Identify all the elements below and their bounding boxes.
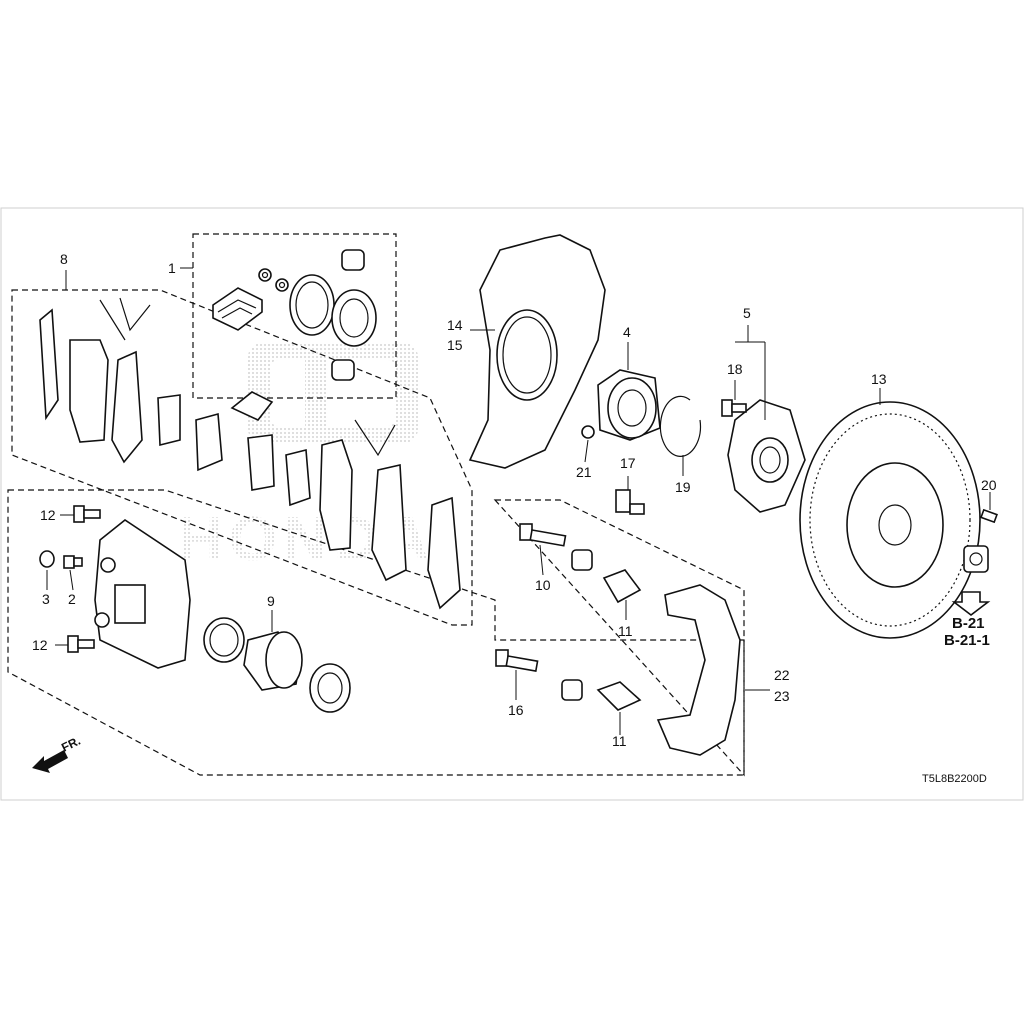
callout-20: 20 <box>981 477 997 493</box>
drawing-code: T5L8B2200D <box>922 773 987 785</box>
nut-part <box>963 545 989 573</box>
bolt-20 <box>980 508 998 524</box>
caliper-body <box>94 519 191 669</box>
piston-9 <box>243 631 303 691</box>
snap-ring <box>659 395 702 457</box>
reference-line-1: B-21 <box>952 615 985 632</box>
guide-pin-16 <box>495 649 539 672</box>
caliper-bracket <box>656 584 741 756</box>
callout-16: 16 <box>508 702 524 718</box>
leader-lines <box>46 267 991 735</box>
callout-2: 2 <box>68 591 76 607</box>
callout-11-top: 11 <box>618 623 633 639</box>
clip-11-top <box>602 569 642 604</box>
wheel-hub <box>727 399 806 513</box>
bolt-17 <box>615 489 645 515</box>
arrow-down-outline-icon <box>951 591 991 617</box>
callout-1: 1 <box>168 260 176 276</box>
splash-shield <box>468 234 606 469</box>
callout-15: 15 <box>447 337 463 353</box>
seal-kit-group-box <box>192 233 397 399</box>
callout-12-bottom: 12 <box>32 637 48 653</box>
callout-5: 5 <box>743 305 751 321</box>
boot-16 <box>561 679 583 701</box>
direction-label: FR. <box>59 734 83 755</box>
caliper-bracket-group-box <box>493 499 745 777</box>
seal-kit-parts <box>212 249 377 381</box>
screw-21 <box>581 425 595 439</box>
callout-8: 8 <box>60 251 68 267</box>
hub-bolt-18 <box>721 399 747 417</box>
cap-3 <box>39 550 55 568</box>
image-frame <box>0 207 1024 801</box>
bolt-12-bottom <box>67 635 95 653</box>
bleeder-2 <box>63 555 83 569</box>
brake-pad-set <box>39 297 461 610</box>
reference-line-2: B-21-1 <box>944 632 990 649</box>
bolt-12-top <box>73 505 101 523</box>
arrow-left-icon <box>32 750 68 773</box>
dust-boot <box>309 663 351 713</box>
callout-17: 17 <box>620 455 636 471</box>
callout-18: 18 <box>727 361 743 377</box>
callout-3: 3 <box>42 591 50 607</box>
clip-11-bottom <box>596 681 642 711</box>
callout-22: 22 <box>774 667 790 683</box>
callout-9: 9 <box>267 593 275 609</box>
callout-12-top: 12 <box>40 507 56 523</box>
brake-rotor <box>799 401 981 639</box>
guide-pin-10 <box>519 523 567 547</box>
boot-10 <box>571 549 593 571</box>
callout-23: 23 <box>774 688 790 704</box>
callout-4: 4 <box>623 324 631 340</box>
hub-bearing <box>597 369 661 441</box>
callout-21: 21 <box>576 464 592 480</box>
callout-13: 13 <box>871 371 887 387</box>
callout-11-bottom: 11 <box>612 733 627 749</box>
caliper-group-box <box>7 489 745 776</box>
callout-labels: 1 8 14 15 4 5 18 13 21 17 19 20 12 3 2 9… <box>32 251 997 749</box>
callout-10: 10 <box>535 577 551 593</box>
callout-14: 14 <box>447 317 463 333</box>
callout-19: 19 <box>675 479 691 495</box>
